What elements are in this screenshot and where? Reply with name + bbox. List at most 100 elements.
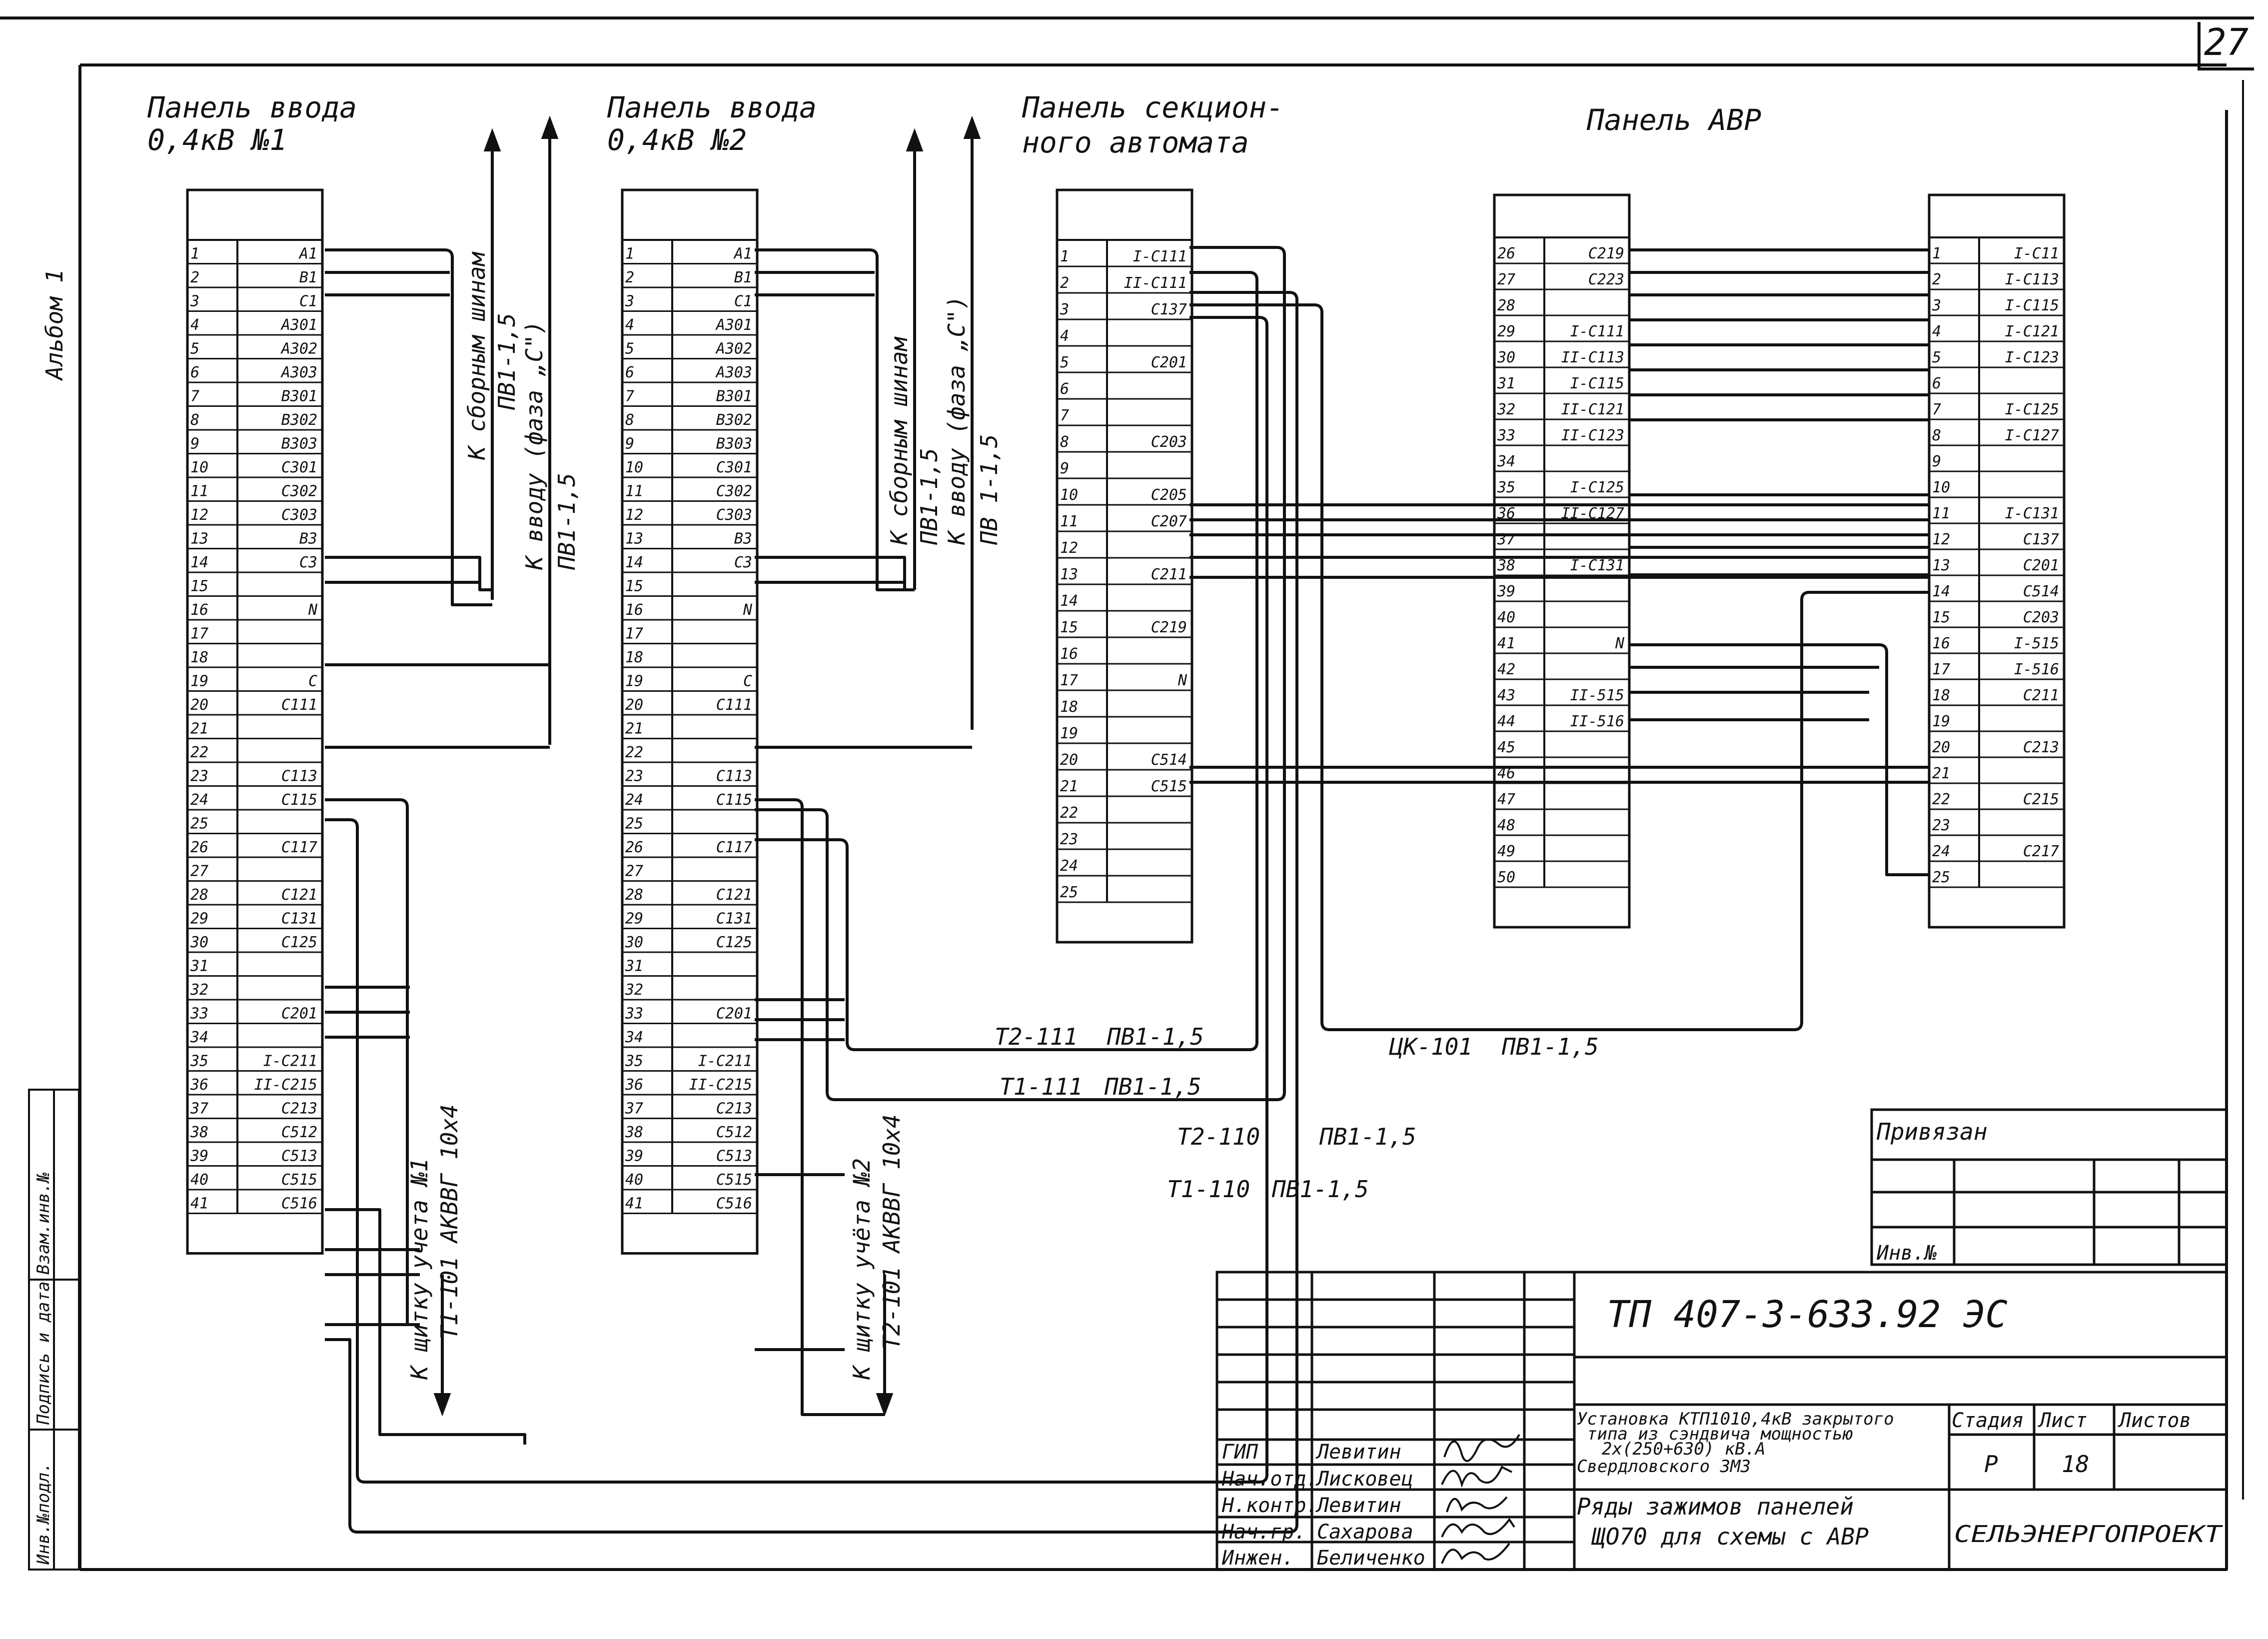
inv-no-label: Инв.№ [1876, 1242, 1937, 1265]
terminal-number: 5 [1932, 349, 1941, 366]
terminal-number: 22 [1060, 804, 1078, 822]
terminal-label: A302 [715, 340, 752, 358]
terminal-label: B302 [716, 411, 752, 429]
terminal-label: C513 [281, 1148, 317, 1165]
terminal-number: 1 [1932, 245, 1941, 262]
signature-date-label: Подпись и дата [33, 1281, 53, 1425]
terminal-label: N [308, 601, 318, 619]
terminal-number: 11 [625, 483, 643, 500]
terminal-number: 38 [190, 1124, 208, 1141]
terminal-label: C125 [281, 934, 317, 951]
terminal-number: 10 [190, 459, 208, 476]
role-head-dept: Нач.отд. [1221, 1468, 1318, 1491]
terminal-number: 19 [1932, 713, 1950, 730]
terminal-number: 36 [190, 1076, 208, 1094]
label-meter-1-cable: Т1-101 АКВВГ 10х4 [436, 1104, 463, 1340]
terminal-label: II-C121 [1561, 401, 1624, 418]
terminal-number: 6 [1932, 375, 1941, 392]
terminal-number: 6 [1060, 380, 1069, 398]
terminal-number: 28 [190, 886, 208, 904]
terminal-label: B301 [716, 388, 752, 405]
name-head-group: Сахарова [1317, 1521, 1413, 1544]
terminal-number: 5 [190, 340, 199, 358]
terminal-label: C115 [281, 791, 317, 809]
terminal-number: 40 [190, 1171, 208, 1189]
privyazan-block: Привязан Инв.№ [1870, 1108, 2228, 1266]
description-line-3: 2х(250+630) кВ.А [1602, 1439, 1766, 1459]
label-input-2-wire: ПВ 1-1,5 [976, 434, 1003, 545]
terminal-number: 3 [1932, 297, 1941, 314]
terminal-number: 10 [1932, 479, 1950, 496]
terminal-number: 20 [625, 696, 643, 714]
terminal-label: C111 [281, 696, 317, 714]
terminal-number: 32 [190, 981, 208, 999]
terminal-label: C111 [716, 696, 752, 714]
terminal-number: 12 [1932, 531, 1950, 548]
inv-podl-label: Инв.№подл. [33, 1462, 53, 1565]
terminal-number: 39 [625, 1148, 643, 1165]
cable-t2-111-wire: ПВ1-1,5 [1107, 1023, 1204, 1050]
terminal-number: 11 [1060, 513, 1078, 530]
privyazan-label: Привязан [1876, 1118, 1988, 1145]
terminal-label: II-516 [1570, 713, 1624, 730]
panel-1-title-line-2: 0,4кВ №1 [147, 123, 287, 157]
title-block: ТП 407-3-633.92 ЭС Установка КТП1010,4кВ… [1215, 1271, 2228, 1571]
terminal-number: 30 [190, 934, 208, 951]
terminal-label: A1 [298, 245, 317, 263]
label-busbars-2: К сборным шинам [886, 336, 913, 545]
terminal-label: C301 [716, 459, 752, 476]
sheet-frame [0, 16, 2254, 1571]
terminal-number: 21 [190, 720, 208, 738]
label-meter-2-cable: Т2-101 АКВВГ 10х4 [878, 1114, 905, 1350]
terminal-number: 23 [625, 768, 643, 785]
terminal-label: C201 [1151, 354, 1187, 371]
terminal-number: 2 [190, 269, 199, 286]
terminal-label: C201 [281, 1005, 317, 1023]
terminal-number: 27 [625, 863, 643, 880]
label-input-1: К вводу (фаза „С") [521, 321, 548, 571]
terminal-number: 41 [625, 1195, 643, 1213]
terminal-label: C121 [716, 886, 752, 904]
terminal-number: 15 [1060, 619, 1078, 636]
terminal-number: 44 [1497, 713, 1515, 730]
terminal-number: 22 [1932, 791, 1950, 808]
terminal-label: C121 [281, 886, 317, 904]
terminal-number: 50 [1497, 869, 1515, 886]
terminal-number: 13 [1060, 566, 1078, 583]
role-norm-control: Н.контр. [1221, 1494, 1318, 1517]
signature-scribbles [1441, 1434, 1520, 1564]
terminal-label: A1 [733, 245, 752, 263]
cable-labels: Т2-111 ПВ1-1,5 Т1-111 ПВ1-1,5 Т2-110 ПВ1… [995, 1023, 1599, 1203]
name-head-dept: Лисковец [1315, 1468, 1413, 1491]
terminal-number: 3 [625, 293, 634, 310]
terminal-number: 4 [1060, 327, 1069, 345]
sheet-header: Лист [2038, 1409, 2087, 1432]
terminal-number: 3 [1060, 301, 1069, 318]
terminal-number: 1 [1060, 248, 1069, 265]
terminal-label: I-C211 [698, 1053, 752, 1070]
terminal-number: 21 [1060, 778, 1078, 795]
terminal-label: C213 [716, 1100, 752, 1118]
terminal-number: 38 [625, 1124, 643, 1141]
terminal-number: 17 [1060, 672, 1078, 689]
terminal-label: C113 [281, 768, 317, 785]
terminal-label: C302 [716, 483, 752, 500]
terminal-label: A301 [280, 316, 317, 334]
terminal-number: 43 [1497, 687, 1515, 704]
terminal-number: 16 [1060, 645, 1078, 663]
terminal-label: I-516 [2014, 661, 2059, 678]
terminal-label: C303 [281, 506, 317, 524]
terminal-label: C203 [2023, 609, 2059, 626]
name-norm-control: Левитин [1315, 1494, 1401, 1517]
terminal-number: 34 [1497, 453, 1515, 470]
terminal-label: I-C111 [1570, 323, 1624, 340]
role-head-group: Нач.гр. [1221, 1521, 1306, 1544]
terminal-label: N [743, 601, 753, 619]
terminal-number: 34 [625, 1029, 643, 1046]
terminal-number: 19 [625, 673, 643, 690]
terminal-label: A301 [715, 316, 752, 334]
name-gip: Левитин [1315, 1441, 1401, 1464]
terminal-number: 2 [1060, 274, 1069, 292]
